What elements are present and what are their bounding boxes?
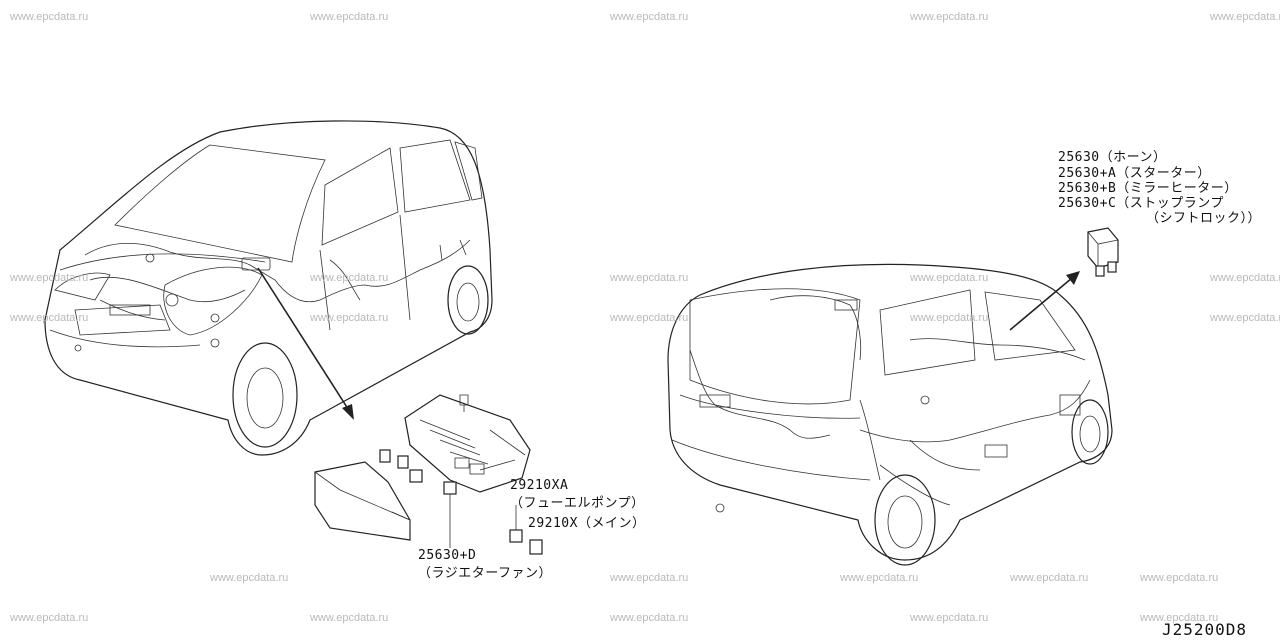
rear-car-illustration: [667, 263, 1113, 566]
label-radiator-fan-code: 25630+D: [418, 548, 477, 563]
watermark: www.epcdata.ru: [840, 572, 919, 584]
pointer-arrow-front: [257, 267, 354, 420]
label-relay-horn: 25630（ホーン）: [1058, 150, 1167, 165]
label-relay-mirror-heater: 25630+B（ミラーヒーター）: [1058, 181, 1238, 196]
label-fuel-pump-name: （フューエルポンプ）: [510, 496, 645, 511]
watermark: www.epcdata.ru: [910, 312, 989, 324]
front-car-illustration: [44, 120, 493, 456]
watermark: www.epcdata.ru: [610, 612, 689, 624]
watermark: www.epcdata.ru: [1010, 572, 1089, 584]
watermark: www.epcdata.ru: [1210, 312, 1280, 324]
watermark: www.epcdata.ru: [10, 272, 89, 284]
watermark: www.epcdata.ru: [310, 312, 389, 324]
watermark: www.epcdata.ru: [310, 272, 389, 284]
label-relay-starter: 25630+A（スターター）: [1058, 166, 1211, 181]
watermark: www.epcdata.ru: [610, 572, 689, 584]
watermark: www.epcdata.ru: [1140, 612, 1219, 624]
watermark: www.epcdata.ru: [1210, 11, 1280, 23]
watermark: www.epcdata.ru: [10, 312, 89, 324]
watermark: www.epcdata.ru: [10, 612, 89, 624]
watermark: www.epcdata.ru: [910, 612, 989, 624]
relay-part-illustration: [1087, 227, 1119, 277]
diagram-code: J25200D8: [1162, 620, 1248, 639]
watermark: www.epcdata.ru: [1210, 272, 1280, 284]
label-radiator-fan-name: （ラジエターファン）: [418, 566, 552, 581]
watermark: www.epcdata.ru: [910, 11, 989, 23]
label-relay-stop-lamp: 25630+C（ストップランプ: [1058, 196, 1224, 211]
watermark: www.epcdata.ru: [910, 272, 989, 284]
watermark: www.epcdata.ru: [10, 11, 89, 23]
watermark: www.epcdata.ru: [310, 11, 389, 23]
watermark: www.epcdata.ru: [610, 11, 689, 23]
label-main-relay: 29210X（メイン）: [528, 516, 646, 531]
watermark: www.epcdata.ru: [210, 572, 289, 584]
watermark: www.epcdata.ru: [1140, 572, 1219, 584]
watermark: www.epcdata.ru: [610, 272, 689, 284]
watermark: www.epcdata.ru: [310, 612, 389, 624]
watermark: www.epcdata.ru: [610, 312, 689, 324]
pointer-arrow-rear: [1009, 271, 1080, 331]
label-relay-shift-lock: （シフトロック））: [1146, 211, 1262, 226]
label-fuel-pump-code: 29210XA: [510, 478, 569, 493]
relay-box-illustration: [314, 394, 543, 555]
